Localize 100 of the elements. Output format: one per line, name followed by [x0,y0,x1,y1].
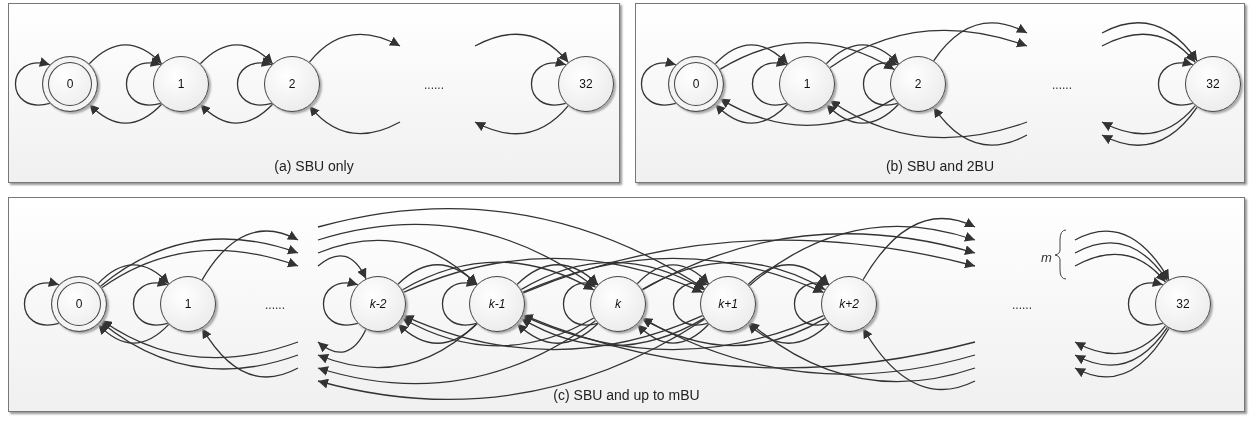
self-loop-arrow [640,58,677,106]
arrow [201,230,299,281]
panel-caption: (c) SBU and up to mBU [553,387,700,403]
state-circle: 2 [890,56,946,112]
arrow [1101,106,1198,146]
arrow [825,103,900,124]
arrow [862,327,976,391]
self-loop-arrow [1157,58,1194,106]
ellipsis-text: ...... [1012,298,1032,312]
self-loop-arrow [23,278,60,326]
arrow [1074,325,1167,355]
arrow [714,103,789,124]
arrow [317,255,367,280]
state-circle: 1 [779,56,835,112]
arrow [199,103,274,124]
arrow [522,313,976,369]
self-loop-arrow [132,278,169,326]
arrow [97,264,170,285]
arrow [99,238,299,287]
arrow [636,264,710,285]
accepting-state-circle: 0 [668,56,724,112]
self-loop-arrow [441,278,478,326]
arrow [474,33,569,63]
arrow [397,264,478,285]
brace-label: m [1041,250,1052,265]
self-loop-arrow [793,278,830,326]
state-circle: k+1 [700,276,756,332]
arrow [521,257,825,294]
arrow [317,320,597,385]
arrow [520,261,705,291]
arrow [522,239,976,294]
arrow [317,318,706,401]
arrow [636,323,710,344]
accepting-state-circle: 0 [51,276,107,332]
arrow [521,314,825,351]
arrow [933,22,1028,62]
arrow [719,97,895,126]
arrow [401,317,595,347]
arrow [99,321,299,370]
arrow [88,44,163,65]
arrow [317,328,367,353]
panel [635,3,1245,183]
arrow [748,225,976,287]
arrow [308,33,401,63]
state-circle: k-1 [469,276,525,332]
self-loop-arrow [672,278,709,326]
arrow [101,319,299,359]
self-loop-arrow [530,58,567,106]
state-circle: 2 [264,56,320,112]
arrow [1101,105,1196,135]
arrow [201,327,299,378]
arrow [747,322,830,344]
ellipsis-text: ...... [424,78,444,92]
arrow [825,44,900,65]
self-loop-arrow [236,58,273,106]
state-circle: 32 [558,56,614,112]
arrow [748,321,976,383]
self-loop-arrow [562,278,599,326]
arrow [402,257,704,294]
arrow [1074,327,1170,378]
arrow [714,44,789,65]
arrow [101,249,299,289]
self-loop-arrow [751,58,788,106]
arrow [308,105,401,135]
ellipsis-text: ...... [1052,78,1072,92]
accepting-state-circle: 0 [42,56,98,112]
arrow [317,223,597,288]
self-loop-arrow [322,278,359,326]
arrow [199,44,274,65]
arrow [1101,22,1198,62]
arrow [747,264,830,286]
self-loop-arrow [125,58,162,106]
state-circle: 1 [160,276,216,332]
arrow [829,99,1028,139]
arrow [88,103,163,124]
state-circle: k-2 [350,276,406,332]
arrow [402,314,704,351]
arrow [1074,230,1170,281]
self-loop-arrow [862,58,899,106]
panel-caption: (b) SBU and 2BU [885,158,995,174]
ellipsis-text: ...... [265,298,285,312]
self-loop-arrow [14,58,51,106]
arrow [641,233,976,291]
arrow [719,42,895,71]
arrow [641,317,976,375]
state-circle: 1 [153,56,209,112]
arrow [317,207,706,290]
self-loop-arrow [1127,278,1164,326]
arrow [641,317,826,347]
arrow [1074,242,1169,282]
arrow [933,106,1028,146]
arrow [516,264,599,286]
arrow [317,322,478,369]
arrow [1074,253,1167,283]
arrow [1074,326,1169,366]
state-circle: 32 [1155,276,1211,332]
arrow [474,105,569,135]
arrow [829,29,1028,69]
arrow [401,261,595,291]
panel-caption: (a) SBU only [274,158,354,174]
